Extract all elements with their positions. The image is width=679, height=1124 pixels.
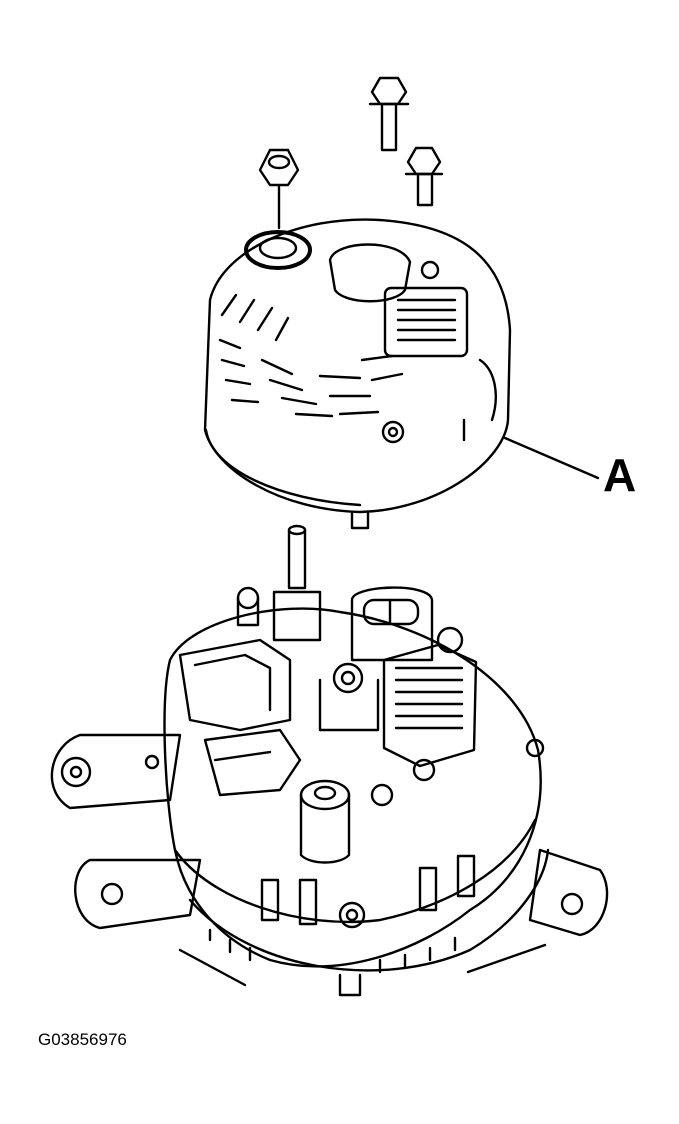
figure-id: G03856976 — [38, 1030, 127, 1049]
output-terminal-stud — [272, 524, 322, 642]
rear-cover — [203, 218, 512, 530]
short-bolt — [404, 146, 444, 207]
voltage-regulator — [382, 626, 478, 768]
callout-leader-line — [503, 436, 600, 480]
callout-label-a: A — [603, 449, 637, 501]
long-bolt — [368, 76, 410, 152]
hex-nut — [258, 148, 300, 230]
alternator-body — [50, 586, 609, 997]
